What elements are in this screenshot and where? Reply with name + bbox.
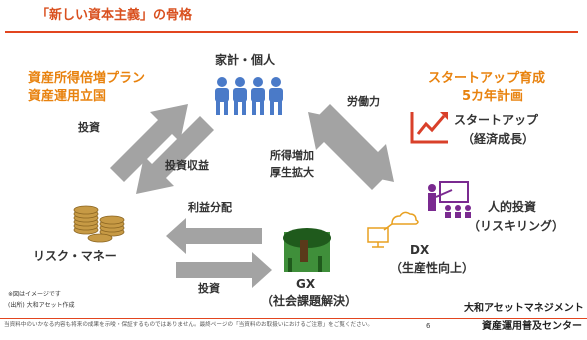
image-note: ※図はイメージです	[8, 291, 61, 298]
human-investment-label: 人的投資	[488, 200, 537, 214]
dx-label: DX	[410, 243, 430, 257]
labor-label: 労働力	[347, 95, 380, 108]
teacher-icon	[428, 181, 471, 218]
arrow-invest-right	[176, 252, 272, 288]
gx-subtitle: （社会課題解決）	[261, 294, 358, 308]
computer-cloud-icon	[367, 211, 419, 248]
slide-title: 「新しい資本主義」の骨格	[36, 8, 193, 23]
arrow-profit-left	[166, 218, 262, 254]
startup-label: スタートアップ	[454, 113, 539, 127]
gx-label: GX	[296, 277, 316, 291]
footer-disclaimer: 当資料中のいかなる内容も将来の成果を示唆・保証するものではありません。最終ページ…	[4, 322, 373, 328]
arrow-investment-up	[110, 104, 188, 182]
growth-label: （経済成長）	[462, 132, 535, 146]
title-underline	[5, 31, 578, 33]
risk-money-label: リスク・マネー	[33, 249, 117, 263]
asset-plan-title: 資産所得倍増プラン	[28, 71, 146, 86]
coin-stack-icon	[73, 205, 125, 243]
footer-divider	[0, 318, 587, 319]
flow-arrows	[110, 104, 394, 288]
arrow-income-left	[308, 112, 386, 190]
page-number: 6	[426, 322, 431, 330]
startup-plan-title: スタートアップ育成	[428, 71, 546, 86]
household-label: 家計・個人	[215, 53, 276, 67]
investment-income-label: 投資収益	[165, 159, 209, 172]
asset-plan-subtitle: 資産運用立国	[28, 89, 107, 104]
profit-label: 利益分配	[188, 201, 232, 214]
source-note: (出所) 大和アセット作成	[8, 302, 75, 309]
company-name: 大和アセットマネジメント	[464, 303, 584, 314]
reskilling-label: （リスキリング）	[468, 219, 565, 233]
startup-plan-subtitle: 5カ年計画	[462, 89, 524, 104]
forest-icon	[283, 228, 331, 272]
welfare-label: 厚生拡大	[270, 166, 314, 179]
household-icon	[215, 77, 283, 115]
center-name: 資産運用普及センター	[482, 321, 582, 332]
investment-bottom-label: 投資	[198, 282, 220, 295]
dx-subtitle: （生産性向上）	[390, 261, 475, 275]
arrow-income-down	[136, 116, 214, 194]
investment-top-label: 投資	[78, 121, 100, 134]
income-increase-label: 所得増加	[270, 149, 314, 162]
growth-chart-icon	[410, 112, 448, 144]
